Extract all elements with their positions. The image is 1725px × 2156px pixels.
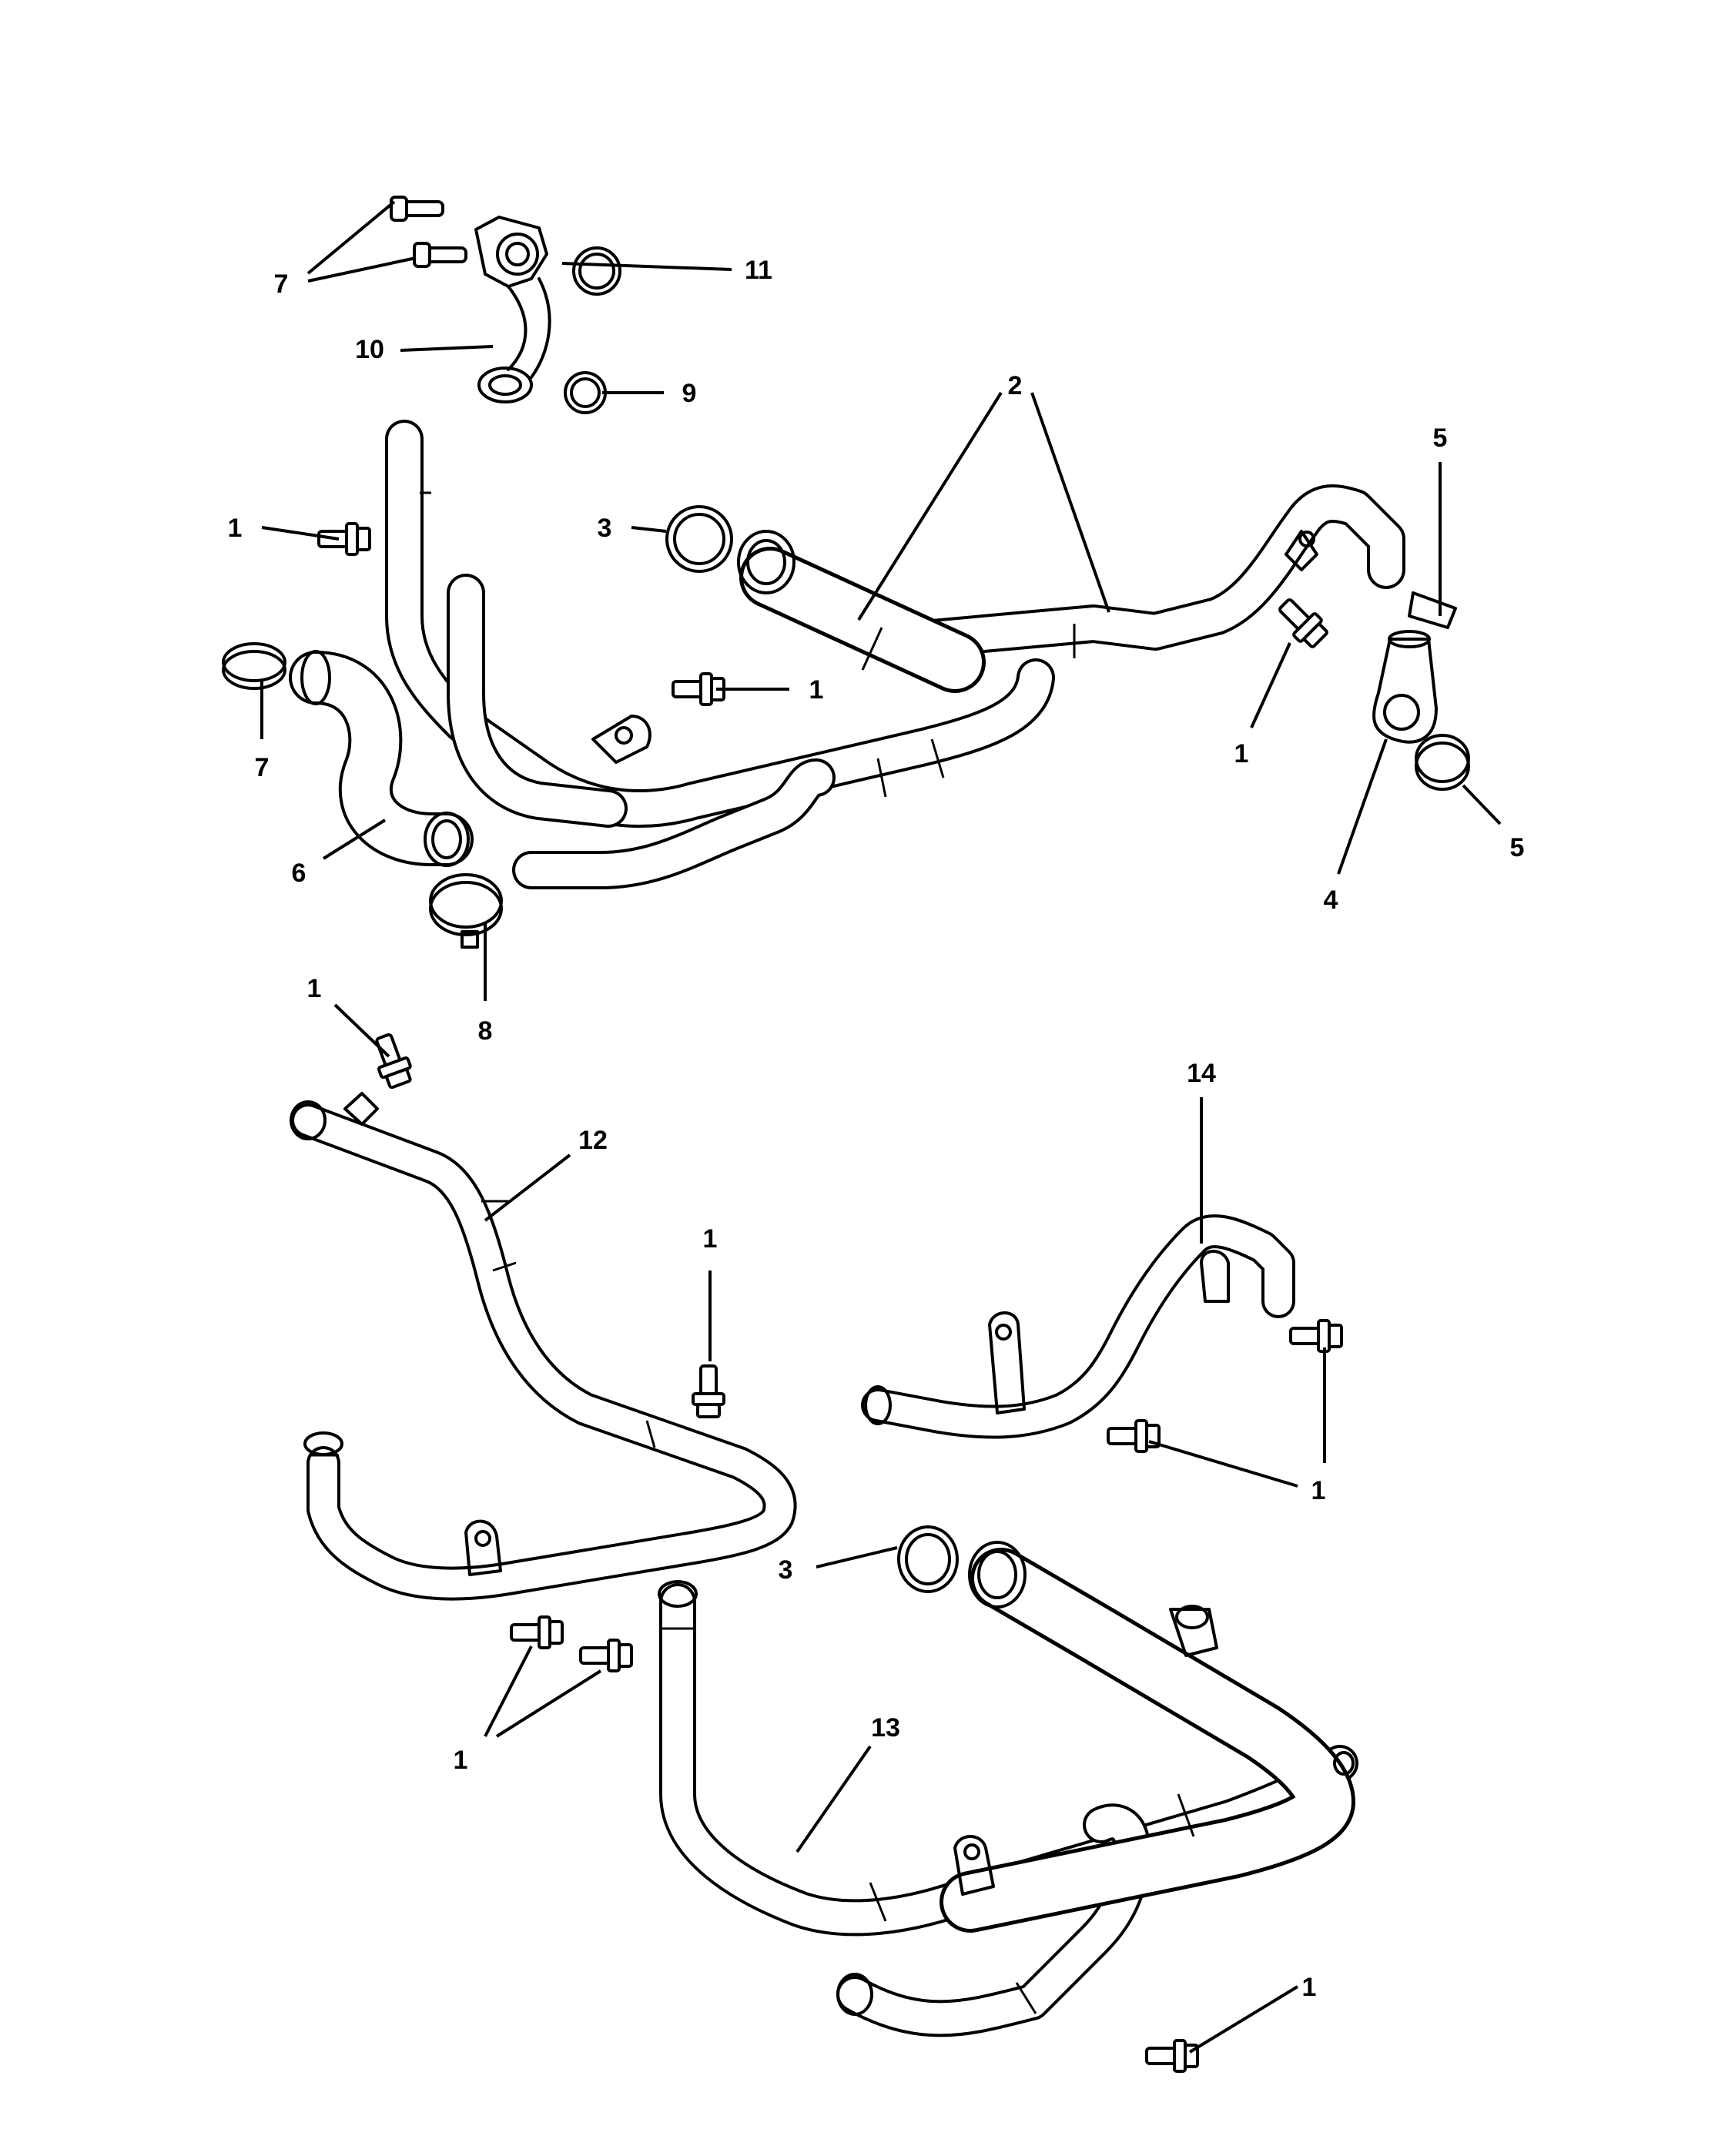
callout-8: 10: [355, 335, 384, 364]
callout-1-lower-e: 1: [454, 1746, 468, 1775]
callout-11: 11: [745, 256, 772, 285]
callout-1-lower-a: 1: [307, 974, 322, 1003]
hose-6: [289, 650, 474, 867]
bolt-1-lower-g: [1145, 2039, 1199, 2073]
clamp-7-lower: [429, 873, 503, 949]
elbow-fitting-4: [1372, 630, 1438, 744]
bolt-10-upper: [390, 196, 444, 222]
callout-1-top-right: 1: [1234, 739, 1249, 768]
bolt-1-lower-c: [1289, 1319, 1343, 1353]
bolt-1-lower-e: [510, 1615, 564, 1649]
callout-1-lower-b: 1: [703, 1224, 718, 1254]
callout-1-lower-c: 1: [1311, 1476, 1326, 1505]
callout-10: 7: [274, 270, 289, 299]
clamp-5-upper: [1408, 591, 1457, 629]
heater-pipe-assembly-2: [385, 420, 1405, 889]
callout-13: 13: [871, 1713, 900, 1743]
callout-6: 6: [292, 859, 306, 888]
callout-1-top-center: 1: [809, 675, 824, 705]
heater-pipe-12: [290, 1092, 797, 1601]
bolt-1-top-left: [317, 522, 371, 556]
callout-3-bottom: 3: [779, 1555, 793, 1585]
clamp-5-lower: [1415, 734, 1470, 791]
o-ring-11: [572, 246, 621, 296]
heater-pipe-14: [861, 1214, 1295, 1439]
o-ring-3-top: [665, 505, 733, 573]
heater-pipe-13: [658, 1541, 1358, 2037]
o-ring-3-bottom: [897, 1525, 959, 1593]
callout-1-lower-g: 1: [1302, 1973, 1317, 2002]
callout-14: 14: [1187, 1059, 1216, 1088]
bolt-10-lower: [413, 242, 467, 268]
leader-lines: [260, 200, 1502, 2054]
outlet-fitting-8: [474, 216, 551, 403]
bolt-1-lower-b: [692, 1364, 725, 1418]
bolt-1-lower-f: [579, 1639, 633, 1672]
bolt-1-top-right: [1273, 593, 1331, 651]
callout-12: 12: [578, 1126, 608, 1155]
callout-2: 2: [1008, 371, 1023, 400]
callout-5-lower: 5: [1510, 833, 1525, 862]
callout-7-lower: 8: [478, 1016, 493, 1046]
callout-4: 4: [1324, 886, 1338, 915]
callout-3-top: 3: [598, 514, 612, 543]
callout-5-upper: 5: [1433, 424, 1448, 453]
bolt-1-lower-a: [367, 1029, 417, 1092]
callout-9: 9: [682, 379, 697, 408]
bolt-1-lower-d: [1107, 1419, 1161, 1453]
callouts: 7 11 10 9 2 5 1 3 1 7 1 6 5 4 8 1 14 12 …: [228, 256, 1525, 2002]
clamp-7-upper: [222, 642, 286, 690]
callout-1-top-left: 1: [228, 514, 243, 543]
callout-7-upper: 7: [255, 753, 270, 782]
o-ring-9: [564, 371, 607, 414]
